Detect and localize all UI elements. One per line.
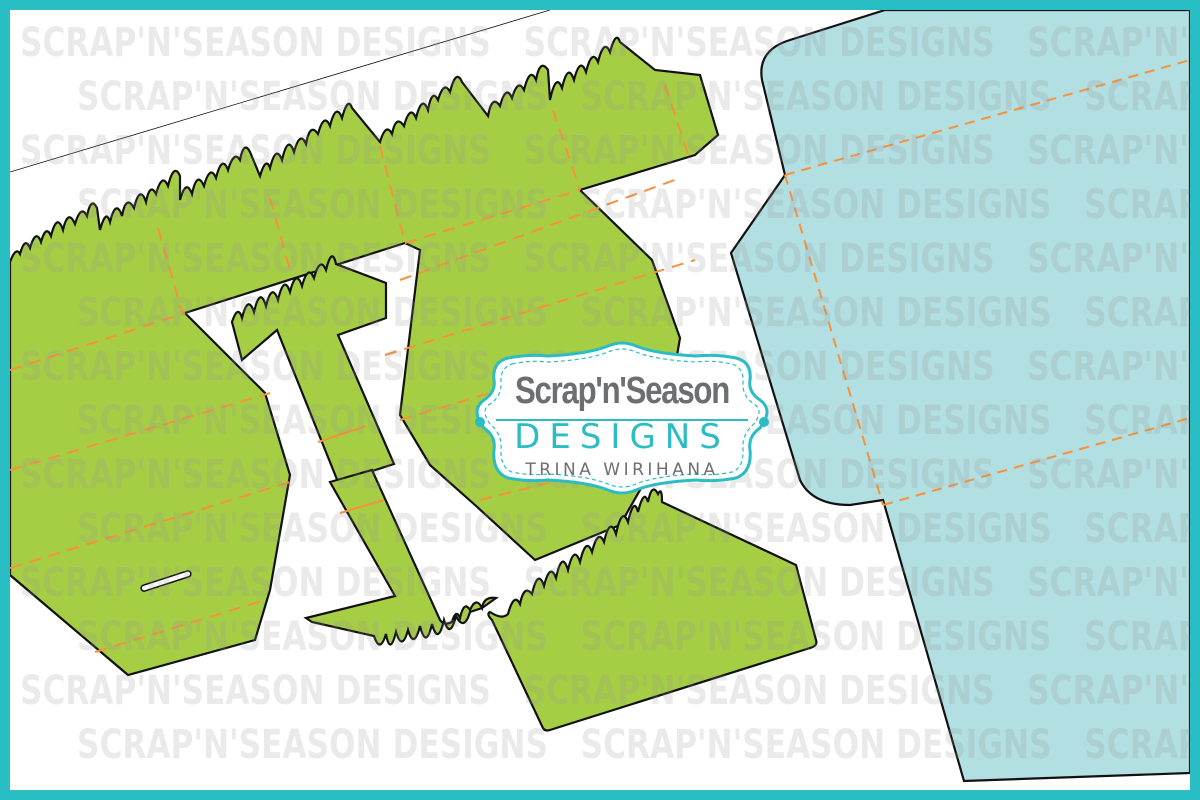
fold-line xyxy=(784,174,884,506)
fold-line xyxy=(339,499,385,514)
fold-line xyxy=(882,417,1190,506)
logo-author: TRINA WIRIHANA xyxy=(525,460,719,480)
die-cut-artwork xyxy=(10,10,1190,783)
canvas-frame: SCRAP'N'SEASON DESIGNS SCRAP'N'SEASON DE… xyxy=(10,10,1190,790)
grass-strip xyxy=(487,488,818,732)
grass-i-insert-lower xyxy=(303,468,499,646)
logo-badge-shape xyxy=(475,341,769,495)
logo-subtitle: DESIGNS xyxy=(514,417,730,457)
logo-dot-right xyxy=(759,417,769,427)
guide-line xyxy=(10,10,551,173)
logo-title: Scrap'n'Season xyxy=(514,370,730,412)
brand-logo: Scrap'n'Season DESIGNS TRINA WIRIHANA xyxy=(468,340,776,496)
envelope-panel xyxy=(729,10,1190,783)
fold-line xyxy=(784,59,1190,176)
slot xyxy=(140,570,192,592)
fold-lines-green xyxy=(10,84,696,653)
fold-line xyxy=(317,425,367,443)
logo-dot-left xyxy=(475,417,485,427)
grass-box-base xyxy=(10,36,720,677)
grass-i-insert xyxy=(230,255,396,484)
